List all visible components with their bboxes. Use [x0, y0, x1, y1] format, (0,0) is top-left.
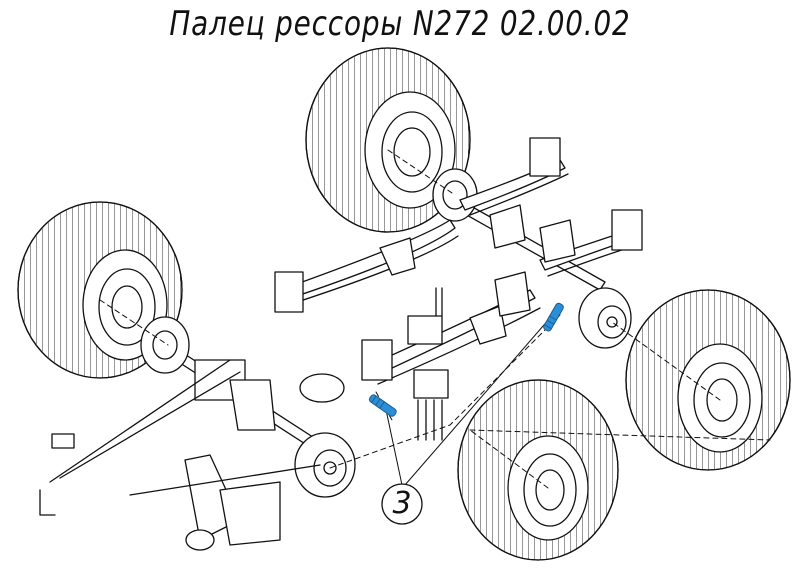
leaf-spring-upper-left: [274, 219, 459, 313]
spring-pin-front: [368, 394, 397, 417]
hanger-brackets: [194, 204, 576, 431]
diagram-title: Палец рессоры N272 02.00.02: [169, 4, 631, 44]
drawbar-assembly: [39, 359, 321, 551]
wheel-right: [625, 289, 791, 471]
spring-pins-highlighted: [368, 302, 564, 417]
assembly-lines: [99, 149, 771, 489]
u-bolts: [407, 287, 449, 441]
wheel-left: [17, 201, 183, 379]
leaf-spring-upper-right: [459, 137, 569, 216]
callout-circle: [381, 483, 423, 525]
wheel-bottom: [457, 379, 619, 561]
leaf-spring-lower-left: [361, 289, 541, 385]
wheel-top: [305, 47, 471, 233]
callout-number: 3: [392, 486, 412, 521]
callout-leaders: [384, 317, 551, 486]
spring-pin-rear: [543, 302, 564, 332]
leaf-spring-lower-right: [539, 209, 643, 277]
rear-axle-upper: [432, 168, 632, 349]
